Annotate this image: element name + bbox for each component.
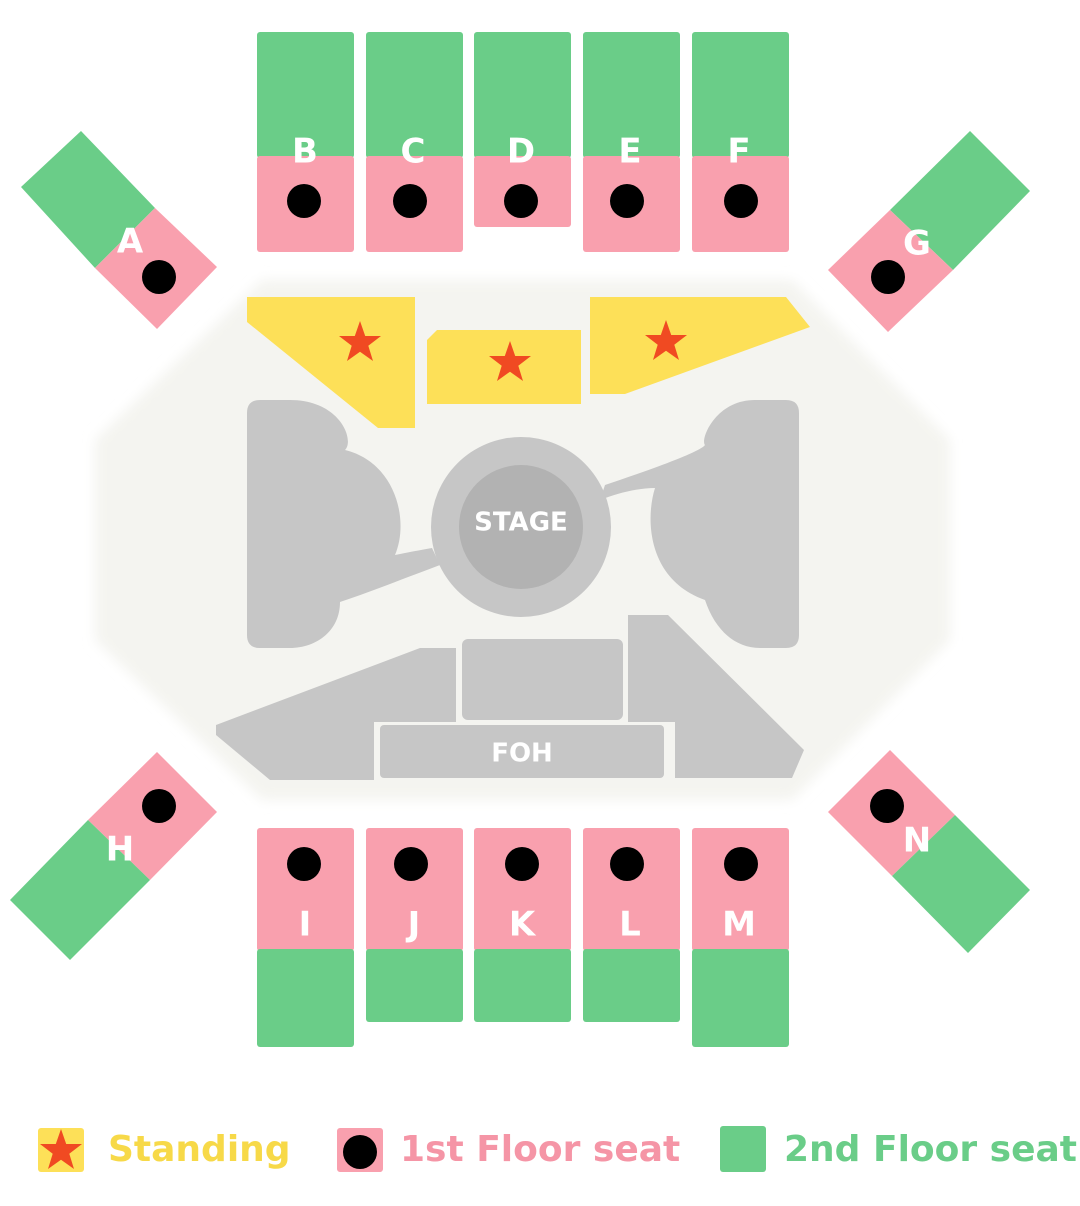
legend: Standing 1st Floor seat 2nd Floor seat (38, 1126, 1077, 1172)
section-n[interactable]: N (828, 750, 1030, 953)
legend-second-floor: 2nd Floor seat (720, 1126, 1077, 1172)
section-label-e: E (618, 132, 641, 172)
standing-zone-center[interactable] (427, 330, 581, 404)
legend-standing: Standing (38, 1128, 291, 1172)
first-floor-dot (871, 260, 905, 294)
section-h[interactable]: H (10, 752, 217, 960)
stage-structure (216, 400, 804, 780)
standing-zone-right[interactable] (590, 297, 810, 394)
section-label-h: H (106, 830, 134, 870)
section-label-c: C (401, 132, 426, 172)
section-label-l: L (619, 905, 641, 945)
standing-zone-left[interactable] (247, 297, 415, 428)
first-floor-dot (610, 847, 644, 881)
legend-first-floor-label: 1st Floor seat (400, 1129, 680, 1170)
section-d[interactable]: D (474, 32, 571, 227)
section-label-j: J (406, 905, 421, 945)
legend-second-floor-label: 2nd Floor seat (784, 1129, 1077, 1170)
section-label-d: D (507, 132, 535, 172)
section-a[interactable]: A (21, 131, 217, 329)
first-floor-dot (505, 847, 539, 881)
section-label-g: G (903, 224, 931, 264)
section-k[interactable]: K (474, 828, 571, 1022)
section-g[interactable]: G (828, 131, 1030, 332)
first-floor-dot (287, 847, 321, 881)
first-floor-dot (142, 789, 176, 823)
section-e[interactable]: E (583, 32, 680, 252)
stage-label: STAGE (474, 508, 568, 538)
section-m[interactable]: M (692, 828, 789, 1047)
first-floor-dot (724, 847, 758, 881)
section-c[interactable]: C (366, 32, 463, 252)
section-i[interactable]: I (257, 828, 354, 1047)
first-floor-dot (870, 789, 904, 823)
section-b[interactable]: B (257, 32, 354, 252)
section-label-a: A (117, 222, 144, 262)
first-floor-dot (142, 260, 176, 294)
section-label-n: N (903, 821, 931, 861)
foh-label: FOH (491, 739, 553, 769)
first-floor-dot (610, 184, 644, 218)
first-floor-dot (287, 184, 321, 218)
section-label-m: M (722, 905, 756, 945)
section-label-i: I (299, 905, 312, 945)
legend-standing-label: Standing (108, 1129, 291, 1170)
section-f[interactable]: F (692, 32, 789, 252)
foh-booth (380, 725, 664, 778)
first-floor-dot (394, 847, 428, 881)
section-label-b: B (292, 132, 318, 172)
first-floor-dot (724, 184, 758, 218)
first-floor-dot (504, 184, 538, 218)
first-floor-dot (393, 184, 427, 218)
section-j[interactable]: J (366, 828, 463, 1022)
legend-first-floor: 1st Floor seat (337, 1128, 680, 1172)
first-floor-dot (343, 1135, 377, 1169)
section-label-k: K (509, 905, 537, 945)
section-label-f: F (727, 132, 750, 172)
section-l[interactable]: L (583, 828, 680, 1022)
